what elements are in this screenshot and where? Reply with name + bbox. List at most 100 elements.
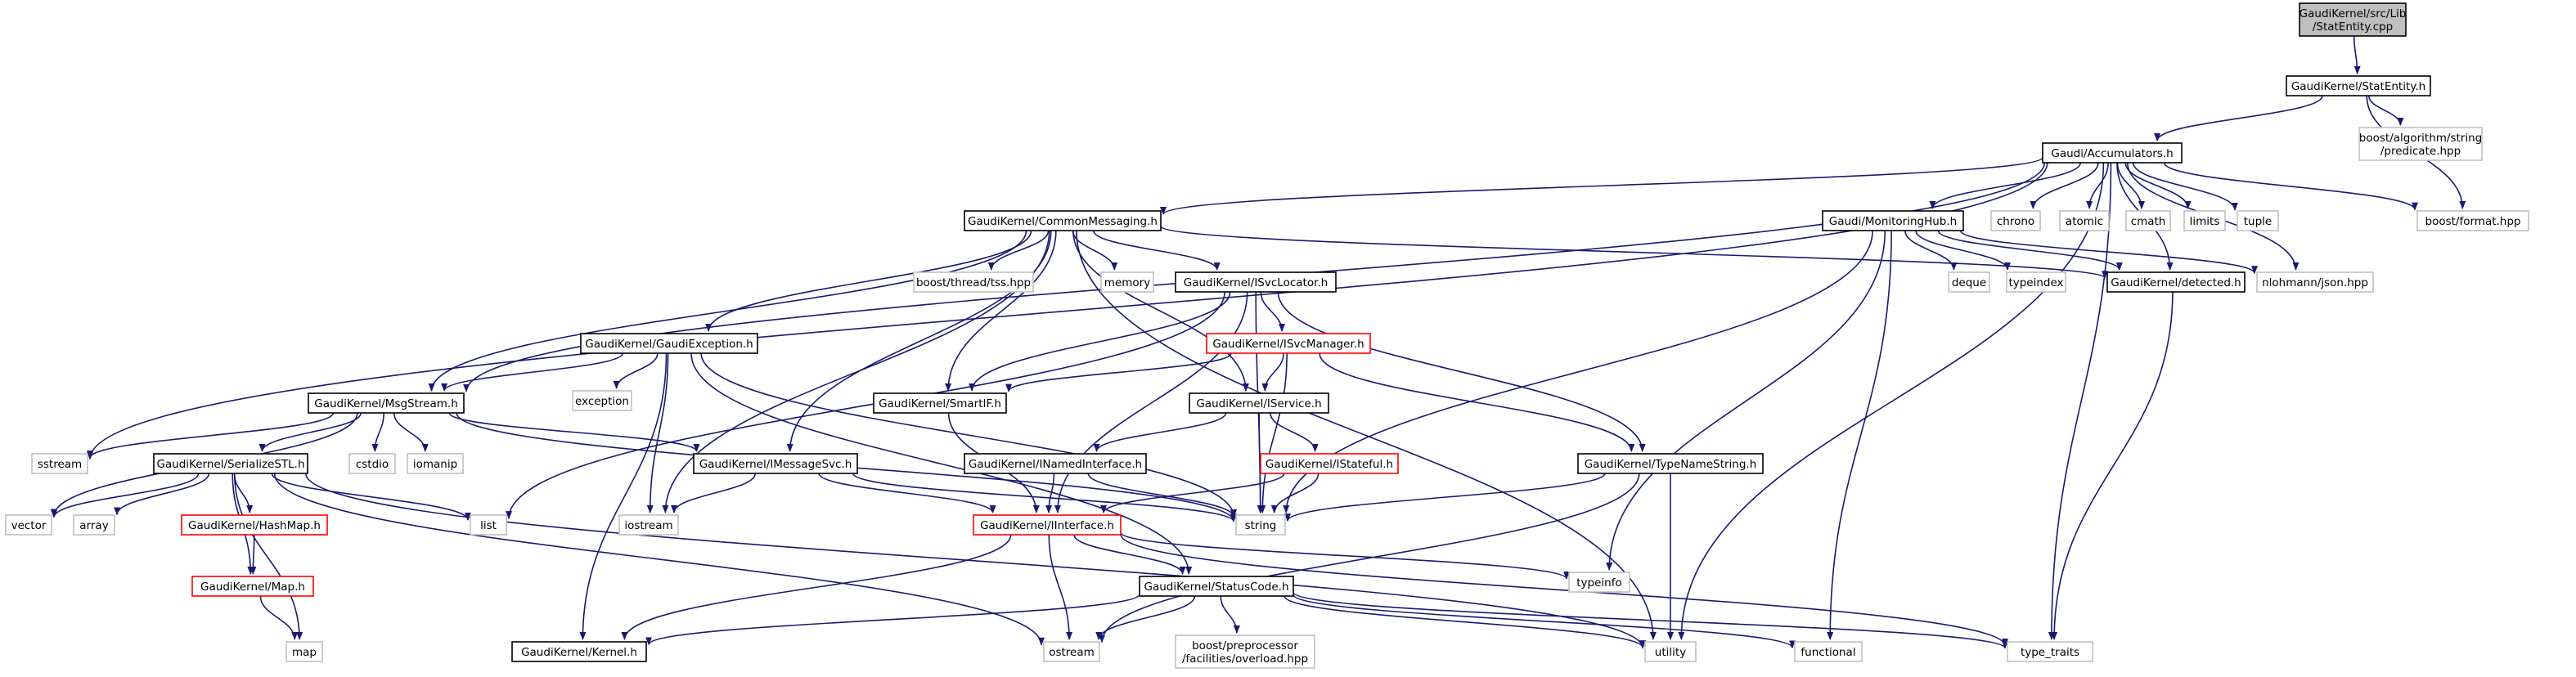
node-statentity_cpp[interactable]: GaudiKernel/src/Lib/StatEntity.cpp (2299, 2, 2407, 37)
edge-istateful_h-to-iinterface_h (1100, 473, 1285, 513)
node-label: GaudiKernel/detected.h (2111, 276, 2241, 289)
edge-gaudiexception_h-to-iostream (646, 352, 669, 513)
edge-accumulators_h-to-monitoringhub_h (1929, 162, 2082, 209)
edge-accumulators_h-to-cmath (2116, 162, 2145, 209)
node-box (511, 641, 647, 662)
node-box (31, 453, 88, 474)
edge-isvcmanager_h-to-iservice_h (1261, 352, 1284, 392)
node-isvcmanager_h[interactable]: GaudiKernel/ISvcManager.h (1206, 333, 1371, 354)
node-box (2183, 210, 2226, 231)
node-box (1948, 271, 1990, 293)
edge-gaudiexception_h-to-kernel_h (579, 352, 668, 640)
node-box (153, 453, 308, 474)
node-label: cstdio (356, 458, 389, 471)
node-label: GaudiKernel/HashMap.h (188, 519, 321, 532)
edge-statuscode_h-to-boost_overload (1220, 595, 1240, 634)
node-label: utility (1655, 646, 1686, 659)
edge-statuscode_h-to-ostream (1095, 595, 1196, 640)
node-box (1139, 576, 1294, 597)
node-label: /StatEntity.cpp (2313, 20, 2393, 34)
node-utility: utility (1644, 641, 1697, 662)
node-commonmessaging_h[interactable]: GaudiKernel/CommonMessaging.h (964, 210, 1162, 231)
node-label: typeinfo (1576, 576, 1621, 590)
node-statuscode_h[interactable]: GaudiKernel/StatusCode.h (1139, 576, 1294, 597)
edge-typenamestring_h-to-string (1284, 473, 1606, 522)
node-inamedinterface_h[interactable]: GaudiKernel/INamedInterface.h (964, 453, 1147, 474)
node-box (964, 210, 1162, 231)
node-label: GaudiKernel/StatEntity.h (2291, 80, 2425, 93)
node-box (348, 453, 396, 474)
node-exception: exception (572, 390, 632, 411)
node-label: GaudiKernel/Map.h (200, 581, 305, 594)
nodes-layer: GaudiKernel/src/Lib/StatEntity.cppGaudiK… (5, 2, 2529, 669)
edge-monitoringhub_h-to-deque (1904, 230, 1958, 271)
edge-commonmessaging_h-to-iservice_h (1072, 230, 1249, 392)
node-box (1043, 641, 1100, 662)
edge-isvcmanager_h-to-typenamestring_h (1319, 352, 1635, 452)
node-label: deque (1952, 276, 1986, 289)
node-map_h[interactable]: GaudiKernel/Map.h (191, 576, 314, 597)
edge-accumulators_h-to-boost_format (2164, 162, 2418, 211)
node-smartif_h[interactable]: GaudiKernel/SmartIF.h (873, 392, 1007, 414)
node-serializestl_h[interactable]: GaudiKernel/SerializeSTL.h (153, 453, 308, 474)
node-box (1260, 453, 1399, 474)
edge-isvclocator_h-to-list (506, 291, 1225, 520)
node-ostream: ostream (1043, 641, 1100, 662)
edge-gaudiexception_h-to-msgstream_h (441, 352, 623, 392)
node-gaudiexception_h[interactable]: GaudiKernel/GaudiException.h (580, 333, 758, 354)
edge-accumulators_h-to-tuple (2132, 162, 2238, 211)
node-istateful_h[interactable]: GaudiKernel/IStateful.h (1260, 453, 1399, 474)
node-label: GaudiKernel/ISvcLocator.h (1184, 276, 1328, 289)
node-label: GaudiKernel/IService.h (1196, 397, 1321, 410)
node-functional: functional (1794, 641, 1863, 662)
node-box (5, 514, 52, 536)
node-label: sstream (38, 458, 82, 471)
node-statentity_h[interactable]: GaudiKernel/StatEntity.h (2286, 75, 2431, 96)
edge-commonmessaging_h-to-boost_tss (987, 230, 1050, 271)
node-label: GaudiKernel/GaudiException.h (585, 338, 753, 351)
node-accumulators_h[interactable]: Gaudi/Accumulators.h (2042, 142, 2183, 164)
node-label: list (480, 519, 497, 532)
node-label: GaudiKernel/MsgStream.h (314, 397, 458, 410)
edge-statentity_h-to-boost_predicate (2368, 95, 2404, 126)
node-box (1100, 271, 1154, 293)
edge-iinterface_h-to-statuscode_h (1073, 534, 1186, 575)
node-label: GaudiKernel/CommonMessaging.h (968, 215, 1158, 228)
node-box (580, 333, 758, 354)
edge-inamedinterface_h-to-string (1087, 473, 1237, 518)
node-label: boost/thread/tss.hpp (916, 276, 1031, 289)
edge-serializestl_h-to-ostream (273, 473, 1045, 646)
node-iomanip: iomanip (407, 453, 464, 474)
node-detected_h[interactable]: GaudiKernel/detected.h (2106, 271, 2246, 293)
node-label: GaudiKernel/SerializeSTL.h (156, 458, 304, 471)
node-nlohmann_json: nlohmann/json.hpp (2256, 271, 2374, 293)
node-msgstream_h[interactable]: GaudiKernel/MsgStream.h (308, 392, 465, 414)
node-box (1794, 641, 1863, 662)
edge-statuscode_h-to-utility (1284, 595, 1646, 649)
node-box (693, 453, 858, 474)
node-box (1206, 333, 1371, 354)
node-iinterface_h[interactable]: GaudiKernel/IInterface.h (973, 514, 1122, 536)
edge-imessagesvc_h-to-string (852, 473, 1237, 522)
node-iservice_h[interactable]: GaudiKernel/IService.h (1189, 392, 1329, 414)
node-label: /predicate.hpp (2380, 145, 2461, 158)
node-hashmap_h[interactable]: GaudiKernel/HashMap.h (181, 514, 328, 536)
node-label: GaudiKernel/IStateful.h (1266, 458, 1393, 471)
node-label: GaudiKernel/IInterface.h (980, 519, 1114, 532)
edge-msgstream_h-to-sstream (87, 412, 335, 460)
node-isvclocator_h[interactable]: GaudiKernel/ISvcLocator.h (1175, 271, 1337, 293)
node-typenamestring_h[interactable]: GaudiKernel/TypeNameString.h (1577, 453, 1764, 474)
node-label: tuple (2244, 215, 2272, 228)
node-label: map (292, 646, 317, 659)
node-list: list (470, 514, 507, 536)
node-imessagesvc_h[interactable]: GaudiKernel/IMessageSvc.h (693, 453, 858, 474)
edge-accumulators_h-to-commonmessaging_h (1160, 156, 2043, 215)
node-label: typeindex (2008, 276, 2063, 289)
node-box (2042, 142, 2183, 164)
edge-commonmessaging_h-to-imessagesvc_h (786, 230, 1052, 452)
node-monitoringhub_h[interactable]: Gaudi/MonitoringHub.h (1822, 210, 1964, 231)
edge-statuscode_h-to-functional (1292, 594, 1796, 649)
node-label: type_traits (2021, 646, 2079, 659)
node-vector: vector (5, 514, 52, 536)
node-kernel_h[interactable]: GaudiKernel/Kernel.h (511, 641, 647, 662)
